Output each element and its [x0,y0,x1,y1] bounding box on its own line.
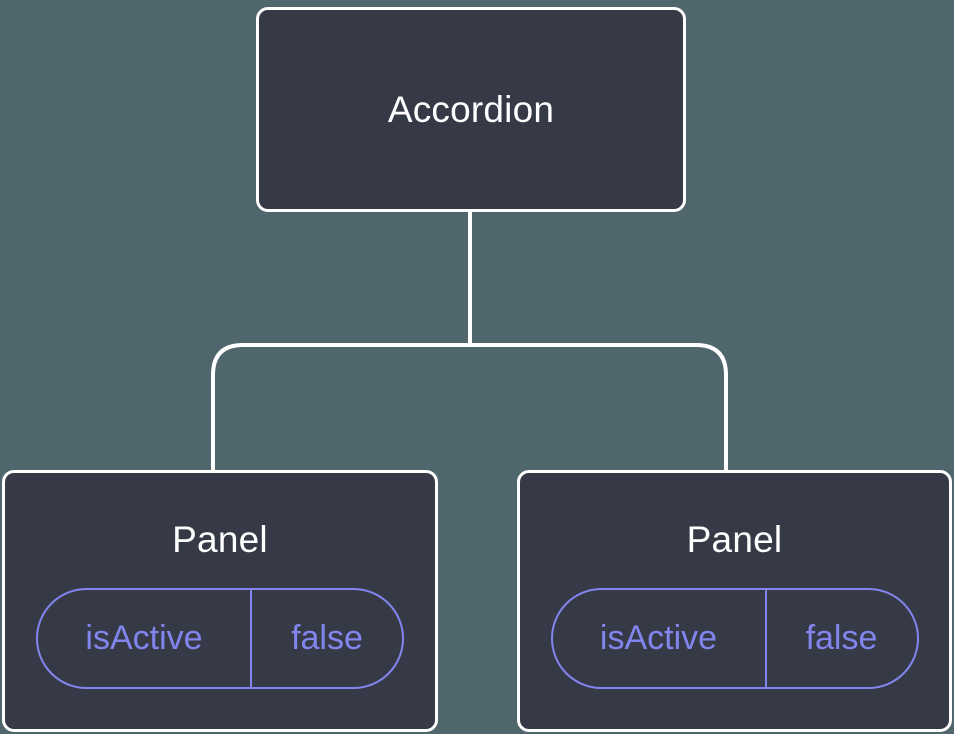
accordion-label: Accordion [387,89,555,130]
state-key: isActive [38,590,252,687]
state-value: false [805,619,878,657]
panel-right-state-pill: isActive false [550,588,919,689]
tree-node-accordion: Accordion [256,7,686,212]
panel-right-label: Panel [686,519,783,560]
state-value: false [291,619,363,657]
connector-branch [211,343,728,470]
panel-left-label: Panel [172,519,268,560]
tree-node-panel-right: Panel isActive false [517,470,952,732]
state-key: isActive [553,590,767,687]
panel-left-state-pill: isActive false [36,588,404,689]
tree-node-panel-left: Panel isActive false [2,470,438,732]
